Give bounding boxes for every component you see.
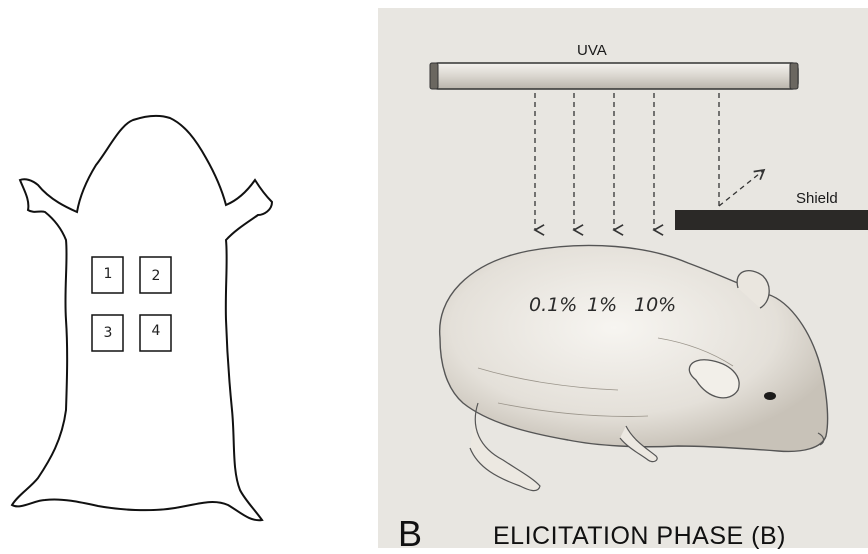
elicitation-illustration: UVA Shield 0.1% 1% 10% B ELICITATION PHA…: [378, 8, 868, 548]
uva-label: UVA: [577, 42, 607, 59]
shield-bar: [675, 210, 868, 230]
guinea-pig-illustration: [440, 245, 828, 490]
site-label-2: 2: [145, 268, 167, 284]
shield-label: Shield: [796, 190, 838, 207]
site-label-1: 1: [97, 266, 119, 282]
panel-letter: B: [398, 516, 422, 552]
animal-silhouette: [0, 0, 375, 548]
concentration-label-1: 0.1%: [529, 294, 577, 316]
uva-lamp-cap-left: [430, 63, 438, 89]
site-label-3: 3: [97, 325, 119, 341]
animal-outline: [12, 116, 272, 520]
animal-outline-panel: 1 2 3 4: [0, 0, 375, 548]
concentration-label-3: 10%: [634, 294, 676, 316]
uv-ray-deflected: [719, 170, 764, 206]
site-label-4: 4: [145, 323, 167, 339]
uva-lamp-cap-right: [790, 63, 798, 89]
concentration-label-2: 1%: [587, 294, 617, 316]
phase-title: ELICITATION PHASE (B): [493, 522, 786, 550]
uva-lamp: [432, 63, 798, 89]
illustration-drawing: [378, 8, 868, 548]
